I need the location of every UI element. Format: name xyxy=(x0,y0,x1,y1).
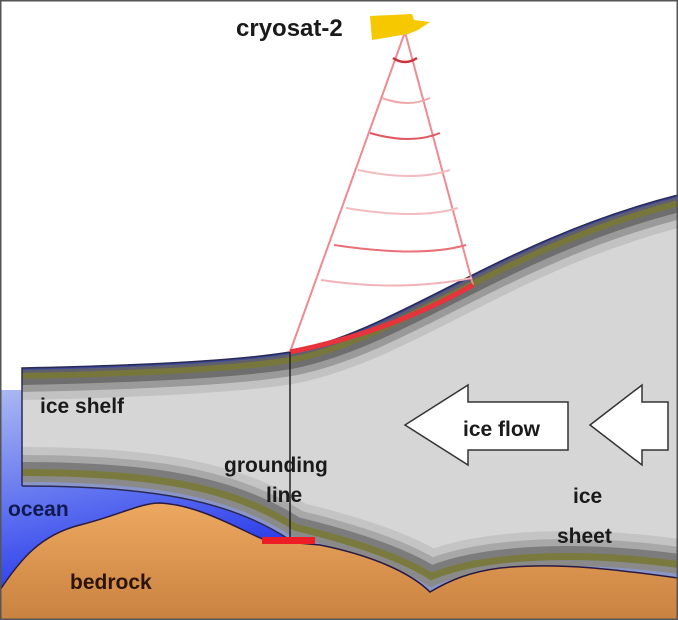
ice-shelf-label: ice shelf xyxy=(40,395,125,418)
cryosat-satellite-icon xyxy=(370,14,430,40)
grounding-line-label-2: line xyxy=(266,484,302,507)
grounding-line-bar xyxy=(262,537,315,544)
ice-flow-arrow-secondary-icon xyxy=(588,383,669,467)
ice-flow-arrow-icon xyxy=(403,383,569,467)
ice-flow-label: ice flow xyxy=(463,418,541,441)
satellite-label: cryosat-2 xyxy=(236,15,343,42)
bedrock-label: bedrock xyxy=(70,571,152,594)
ice-sheet-label-1: ice xyxy=(573,485,602,508)
ice-sheet-label-2: sheet xyxy=(557,525,612,548)
bedrock-area xyxy=(0,502,678,620)
ocean-label: ocean xyxy=(8,498,69,521)
grounding-line-label-1: grounding xyxy=(224,454,328,477)
radar-beam xyxy=(289,31,475,355)
